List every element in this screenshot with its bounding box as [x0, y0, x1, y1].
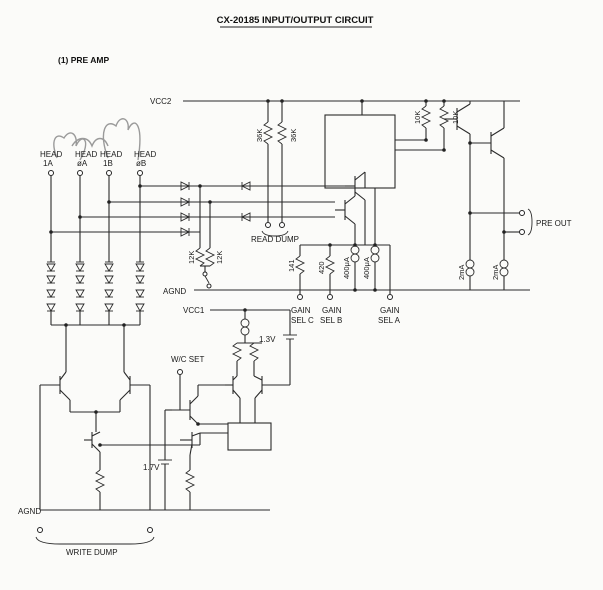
- gain-sel-b-terminal: [327, 294, 333, 300]
- head-1b-line1: HEAD: [100, 150, 122, 159]
- r12k-1-label: 12K: [187, 251, 196, 264]
- input-transistor-1: [345, 171, 366, 245]
- vcc2-label: VCC2: [150, 97, 172, 106]
- head-1b-terminal: [106, 170, 112, 176]
- pre-out-terminal-1: [519, 210, 525, 216]
- gain-c-line2: SEL C: [291, 316, 314, 325]
- r12k-2-label: 12K: [215, 251, 224, 264]
- current-source-400ua-1: [350, 245, 360, 290]
- vcc1-current-source: [240, 310, 250, 343]
- gain-a-line1: GAIN: [380, 306, 400, 315]
- read-diode-matrix: [180, 181, 251, 248]
- gain-c-line1: GAIN: [291, 306, 311, 315]
- ic-block-top: [324, 114, 396, 189]
- resistor-36k-1: [262, 101, 274, 222]
- i2ma-2-label: 2mA: [491, 265, 500, 280]
- gain-a-line2: SEL A: [378, 316, 401, 325]
- section-label: (1) PRE AMP: [58, 55, 109, 65]
- resistor-10k-2: [438, 101, 450, 150]
- write-dump-terminal-1: [37, 527, 43, 533]
- wc-set-terminal: [177, 369, 183, 375]
- read-dump-label: READ DUMP: [251, 235, 299, 244]
- head-ob-line2: øB: [136, 159, 146, 168]
- i2ma-1-label: 2mA: [457, 265, 466, 280]
- resistor-36k-2: [276, 101, 288, 222]
- head-1b-line2: 1B: [103, 159, 113, 168]
- write-driver-transistors: [39, 371, 200, 510]
- gain-sel-c-terminal: [297, 294, 303, 300]
- head-oa-line2: øA: [77, 159, 88, 168]
- vcc1-label: VCC1: [183, 306, 205, 315]
- ic-block-bottom: [227, 422, 272, 451]
- r36k-2-label: 36K: [289, 129, 298, 142]
- pre-out-terminal-2: [519, 229, 525, 235]
- head-oa-line1: HEAD: [75, 150, 97, 159]
- agnd-bottom-label: AGND: [18, 507, 41, 516]
- i400-1-label: 400μA: [342, 257, 351, 279]
- head-coils: [53, 118, 141, 161]
- read-dump-terminal-1: [265, 222, 271, 228]
- resistor-12k-2: [204, 247, 216, 267]
- pre-out-label: PRE OUT: [536, 219, 572, 228]
- resistor-420: [324, 245, 336, 294]
- current-source-2ma-2: [499, 259, 509, 290]
- write-dump-terminal-2: [147, 527, 153, 533]
- resistor-141: [294, 245, 306, 294]
- v17-label: 1.7V: [143, 463, 160, 472]
- r141-label: 141: [287, 259, 296, 272]
- read-dump-terminal-2: [279, 222, 285, 228]
- resistor-10k-1: [420, 101, 432, 140]
- r10k-1-label: 10K: [413, 111, 422, 124]
- write-dump-label: WRITE DUMP: [66, 548, 118, 557]
- r10k-2-label: 10K: [451, 111, 460, 124]
- gain-b-line2: SEL B: [320, 316, 342, 325]
- write-diode-strings: [46, 261, 145, 312]
- head-ob-line1: HEAD: [134, 150, 156, 159]
- output-transistor-1: [444, 101, 471, 260]
- head-1a-terminal: [48, 170, 54, 176]
- v13-label: 1.3V: [259, 335, 276, 344]
- resistor-12k-1: [194, 247, 206, 267]
- head-oa-terminal: [77, 170, 83, 176]
- diff-pair-transistors: [225, 375, 290, 423]
- r420-label: 420: [317, 261, 326, 274]
- current-source-400ua-2: [370, 245, 380, 290]
- gain-b-line1: GAIN: [322, 306, 342, 315]
- wc-set-label: W/C SET: [171, 355, 204, 364]
- gain-sel-a-terminal: [387, 294, 393, 300]
- r36k-1-label: 36K: [255, 129, 264, 142]
- page-title: CX-20185 INPUT/OUTPUT CIRCUIT: [217, 15, 374, 26]
- input-transistor-2: [335, 195, 356, 245]
- head-1a-line1: HEAD: [40, 150, 62, 159]
- current-source-2ma-1: [465, 259, 475, 290]
- output-transistor-2: [470, 101, 505, 260]
- head-1a-line2: 1A: [43, 159, 53, 168]
- agnd-top-label: AGND: [163, 287, 186, 296]
- i400-2-label: 400μA: [362, 257, 371, 279]
- head-ob-terminal: [137, 170, 143, 176]
